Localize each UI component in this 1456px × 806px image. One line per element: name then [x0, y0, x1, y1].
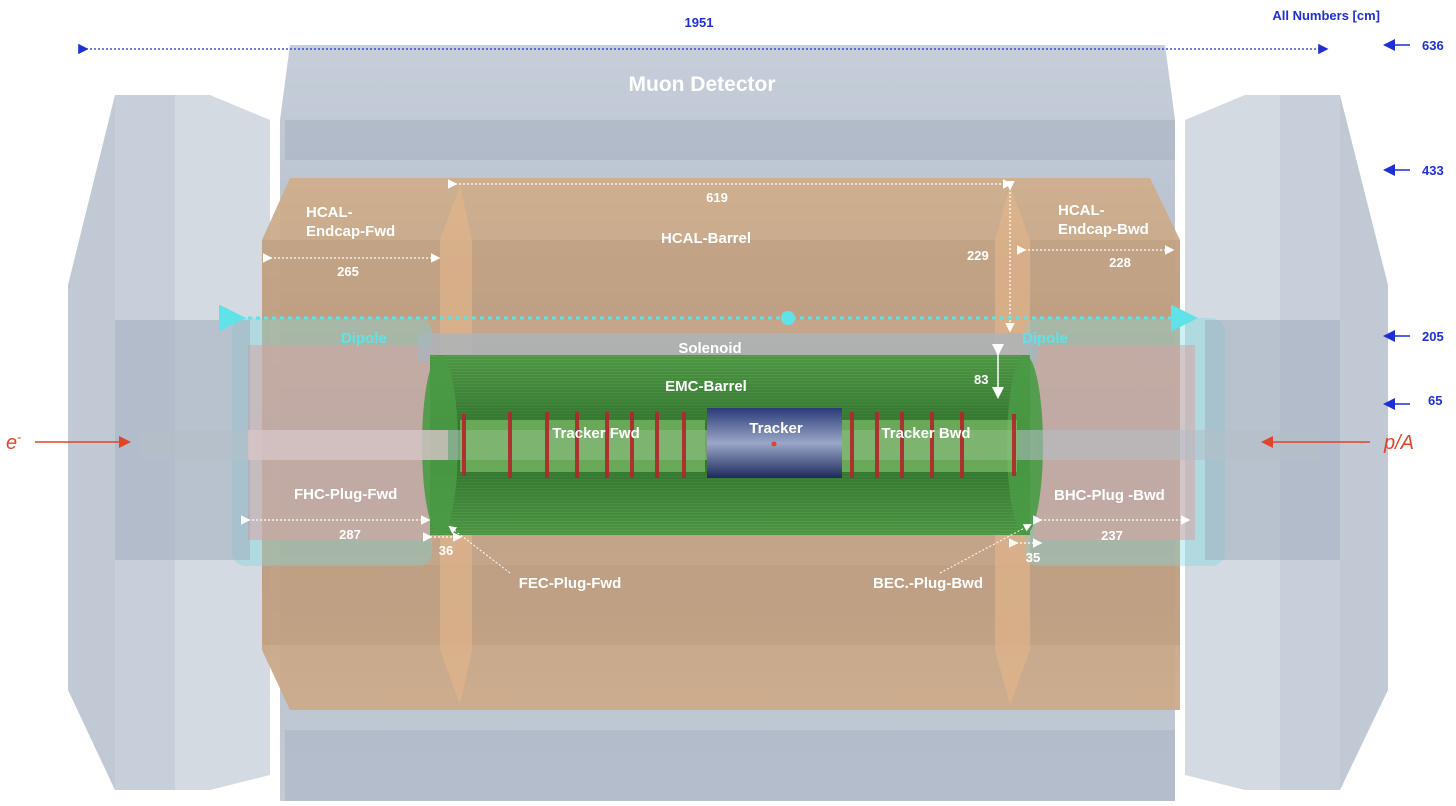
bhc-plug-bwd-label: BHC-Plug -Bwd	[1054, 487, 1165, 504]
electron-symbol: e	[6, 432, 17, 454]
muon-inner-edge	[285, 120, 1175, 160]
interaction-point	[771, 441, 777, 447]
dipole-center-marker	[781, 311, 795, 325]
dipole-bwd-label: Dipole	[1022, 330, 1068, 347]
tracker-bwd-label: Tracker Bwd	[881, 425, 970, 442]
beam-pipe-fwd	[248, 430, 448, 460]
tracker-bwd-body	[842, 420, 1017, 472]
electron-beam-label: e-	[6, 430, 21, 454]
tracker-label: Tracker	[749, 420, 803, 437]
muon-detector-label: Muon Detector	[629, 73, 776, 96]
radial-433: 433	[1422, 163, 1444, 178]
hadron-beam-label: p/A	[1383, 432, 1414, 454]
solenoid-label: Solenoid	[678, 340, 741, 357]
emc-barrel-label: EMC-Barrel	[665, 378, 747, 395]
dim-619: 619	[706, 190, 728, 205]
hcal-endcap-bwd-label-1: HCAL-	[1058, 202, 1105, 219]
dim-287: 287	[339, 527, 361, 542]
fec-plug-fwd-label: FEC-Plug-Fwd	[519, 575, 621, 592]
hcal-endcap-bwd-label-2: Endcap-Bwd	[1058, 221, 1149, 238]
dim-265: 265	[337, 264, 359, 279]
muon-lower-edge	[285, 730, 1175, 801]
overall-width-label: 1951	[685, 15, 714, 30]
dim-237: 237	[1101, 528, 1123, 543]
electron-charge: -	[17, 430, 21, 444]
radial-636: 636	[1422, 38, 1444, 53]
hcal-shade-bottom	[262, 565, 1180, 645]
dim-35: 35	[1026, 550, 1040, 565]
tracker-disks	[462, 412, 1016, 478]
hcal-endcap-fwd-label-1: HCAL-	[306, 204, 353, 221]
dipole-fwd-label: Dipole	[341, 330, 387, 347]
hcal-barrel-label: HCAL-Barrel	[661, 230, 751, 247]
pointer-bec-plug-bwd	[939, 524, 1032, 574]
hcal-shade-top	[262, 240, 1180, 320]
dim-83: 83	[974, 372, 988, 387]
hcal-endcap-fwd-label-2: Endcap-Fwd	[306, 223, 395, 240]
dim-36: 36	[439, 543, 453, 558]
pointer-fec-plug-fwd	[448, 525, 511, 574]
units-note: All Numbers [cm]	[1272, 8, 1380, 23]
tracker-fwd-label: Tracker Fwd	[552, 425, 640, 442]
radial-scale-arrows	[1383, 39, 1410, 410]
dim-228: 228	[1109, 255, 1131, 270]
radial-65: 65	[1428, 393, 1442, 408]
dim-229: 229	[967, 248, 989, 263]
radial-205: 205	[1422, 329, 1444, 344]
bec-plug-bwd-label: BEC.-Plug-Bwd	[873, 575, 983, 592]
fhc-plug-fwd-label: FHC-Plug-Fwd	[294, 486, 397, 503]
tracker-fwd-body	[460, 420, 705, 472]
